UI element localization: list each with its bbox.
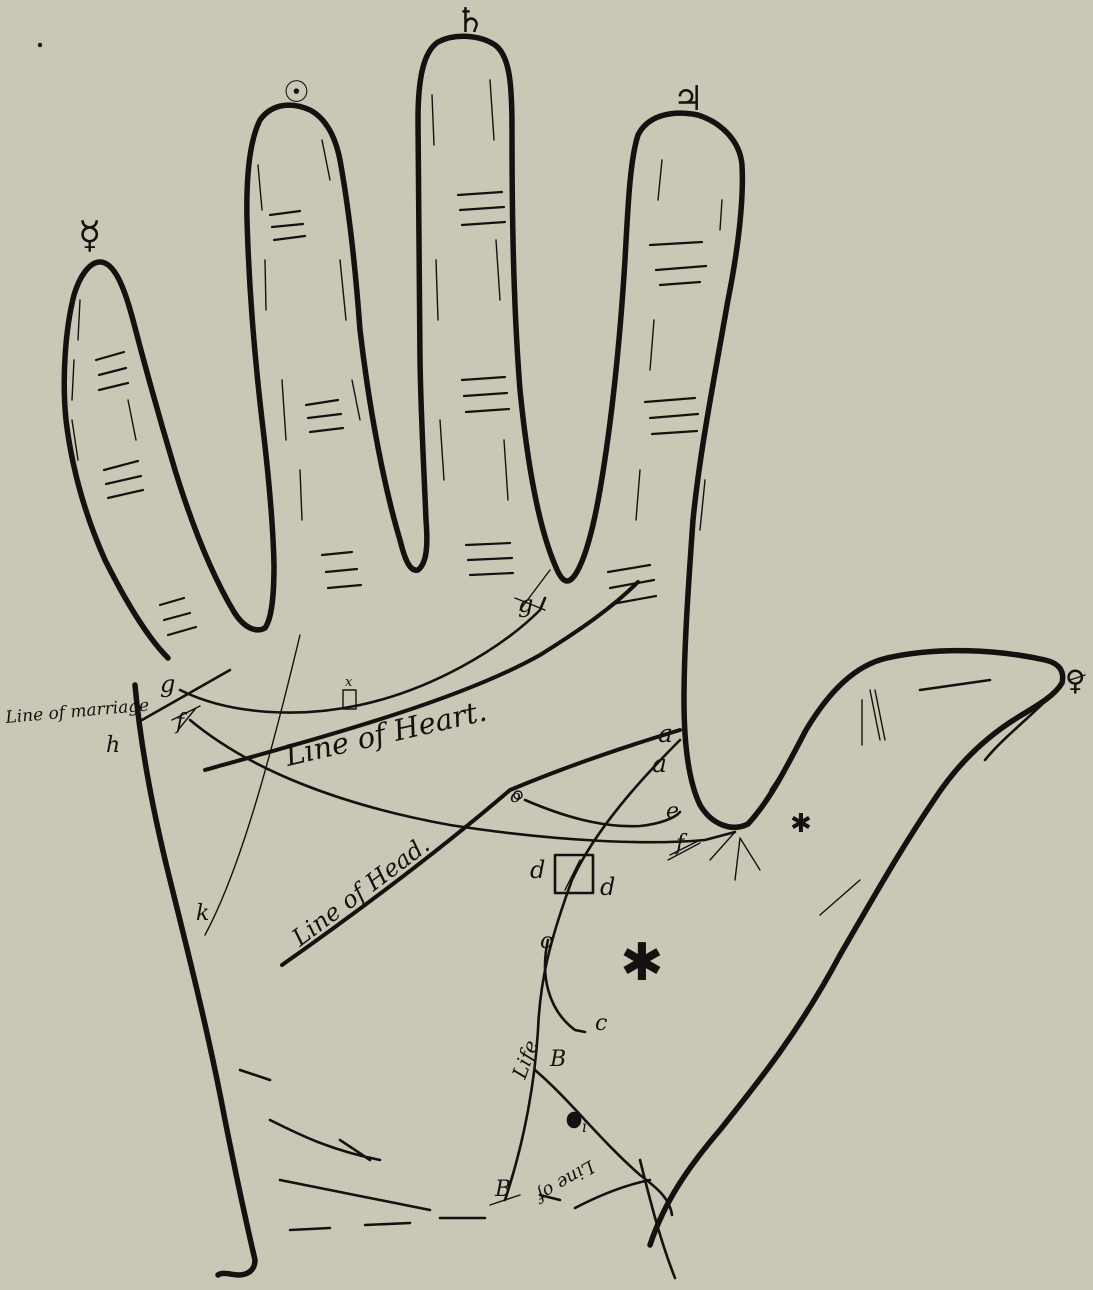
saturn-symbol: ♄: [455, 1, 485, 41]
point-labels: a a e f d d c c B B i g g f h k x o: [106, 590, 688, 1202]
planet-symbols: ☿ ☉ ♄ ♃ ♀: [78, 1, 1086, 697]
label-b-upper: B: [549, 1047, 566, 1072]
label-e: e: [666, 799, 679, 824]
small-star-mark: ✱: [790, 809, 812, 839]
label-f-right: f: [674, 831, 688, 856]
label-b-lower: B: [494, 1177, 511, 1202]
thin-diagonal-line: [205, 635, 300, 935]
finger-creases: [72, 80, 722, 635]
line-of-marriage-label: Line of marriage: [4, 695, 150, 728]
label-a-upper: a: [658, 719, 673, 748]
hand-outline: [64, 36, 1062, 1278]
sun-symbol: ☉: [283, 75, 310, 110]
label-d-left: d: [530, 856, 545, 884]
life-label: Life: [507, 1037, 543, 1083]
wrist-creases: [240, 1070, 560, 1230]
left-wrist-edge: [135, 685, 255, 1275]
thumb-hatching: [862, 690, 885, 745]
line-of-head: [282, 730, 680, 965]
label-d-right: d: [600, 873, 615, 901]
line-of-head-label: Line of Head.: [286, 831, 435, 953]
label-o: o: [510, 786, 521, 807]
label-c-upper: c: [540, 929, 552, 954]
dot-mark-i: [568, 1113, 580, 1127]
label-c-lower: c: [595, 1011, 607, 1036]
thumb-inner-line: [985, 683, 1062, 760]
label-h: h: [106, 733, 120, 758]
thumb-crease-dash: [920, 680, 990, 690]
line-labels: Line of Heart. Line of Head. Line of mar…: [4, 693, 599, 1207]
label-g-top: g: [518, 590, 533, 618]
line-e-f: [525, 800, 680, 826]
large-star-mark: ✱: [620, 933, 664, 993]
lower-wrist-right: [575, 1180, 650, 1208]
label-x: x: [345, 675, 353, 690]
venus-symbol: ♀: [1065, 664, 1086, 697]
small-markers: [39, 44, 581, 1206]
jupiter-symbol: ♃: [673, 79, 703, 119]
label-i: i: [582, 1117, 587, 1136]
line-of-fate-label: Line of: [530, 1155, 599, 1207]
line-of-heart-label: Line of Heart.: [281, 693, 490, 773]
dot-mark-top: [39, 44, 42, 47]
label-a-lower: a: [652, 749, 667, 778]
thumb-lower-dash: [770, 760, 860, 915]
palm-lines: [142, 582, 1085, 1230]
label-k: k: [196, 901, 209, 926]
mercury-symbol: ☿: [78, 213, 101, 257]
label-g-left: g: [160, 670, 175, 698]
